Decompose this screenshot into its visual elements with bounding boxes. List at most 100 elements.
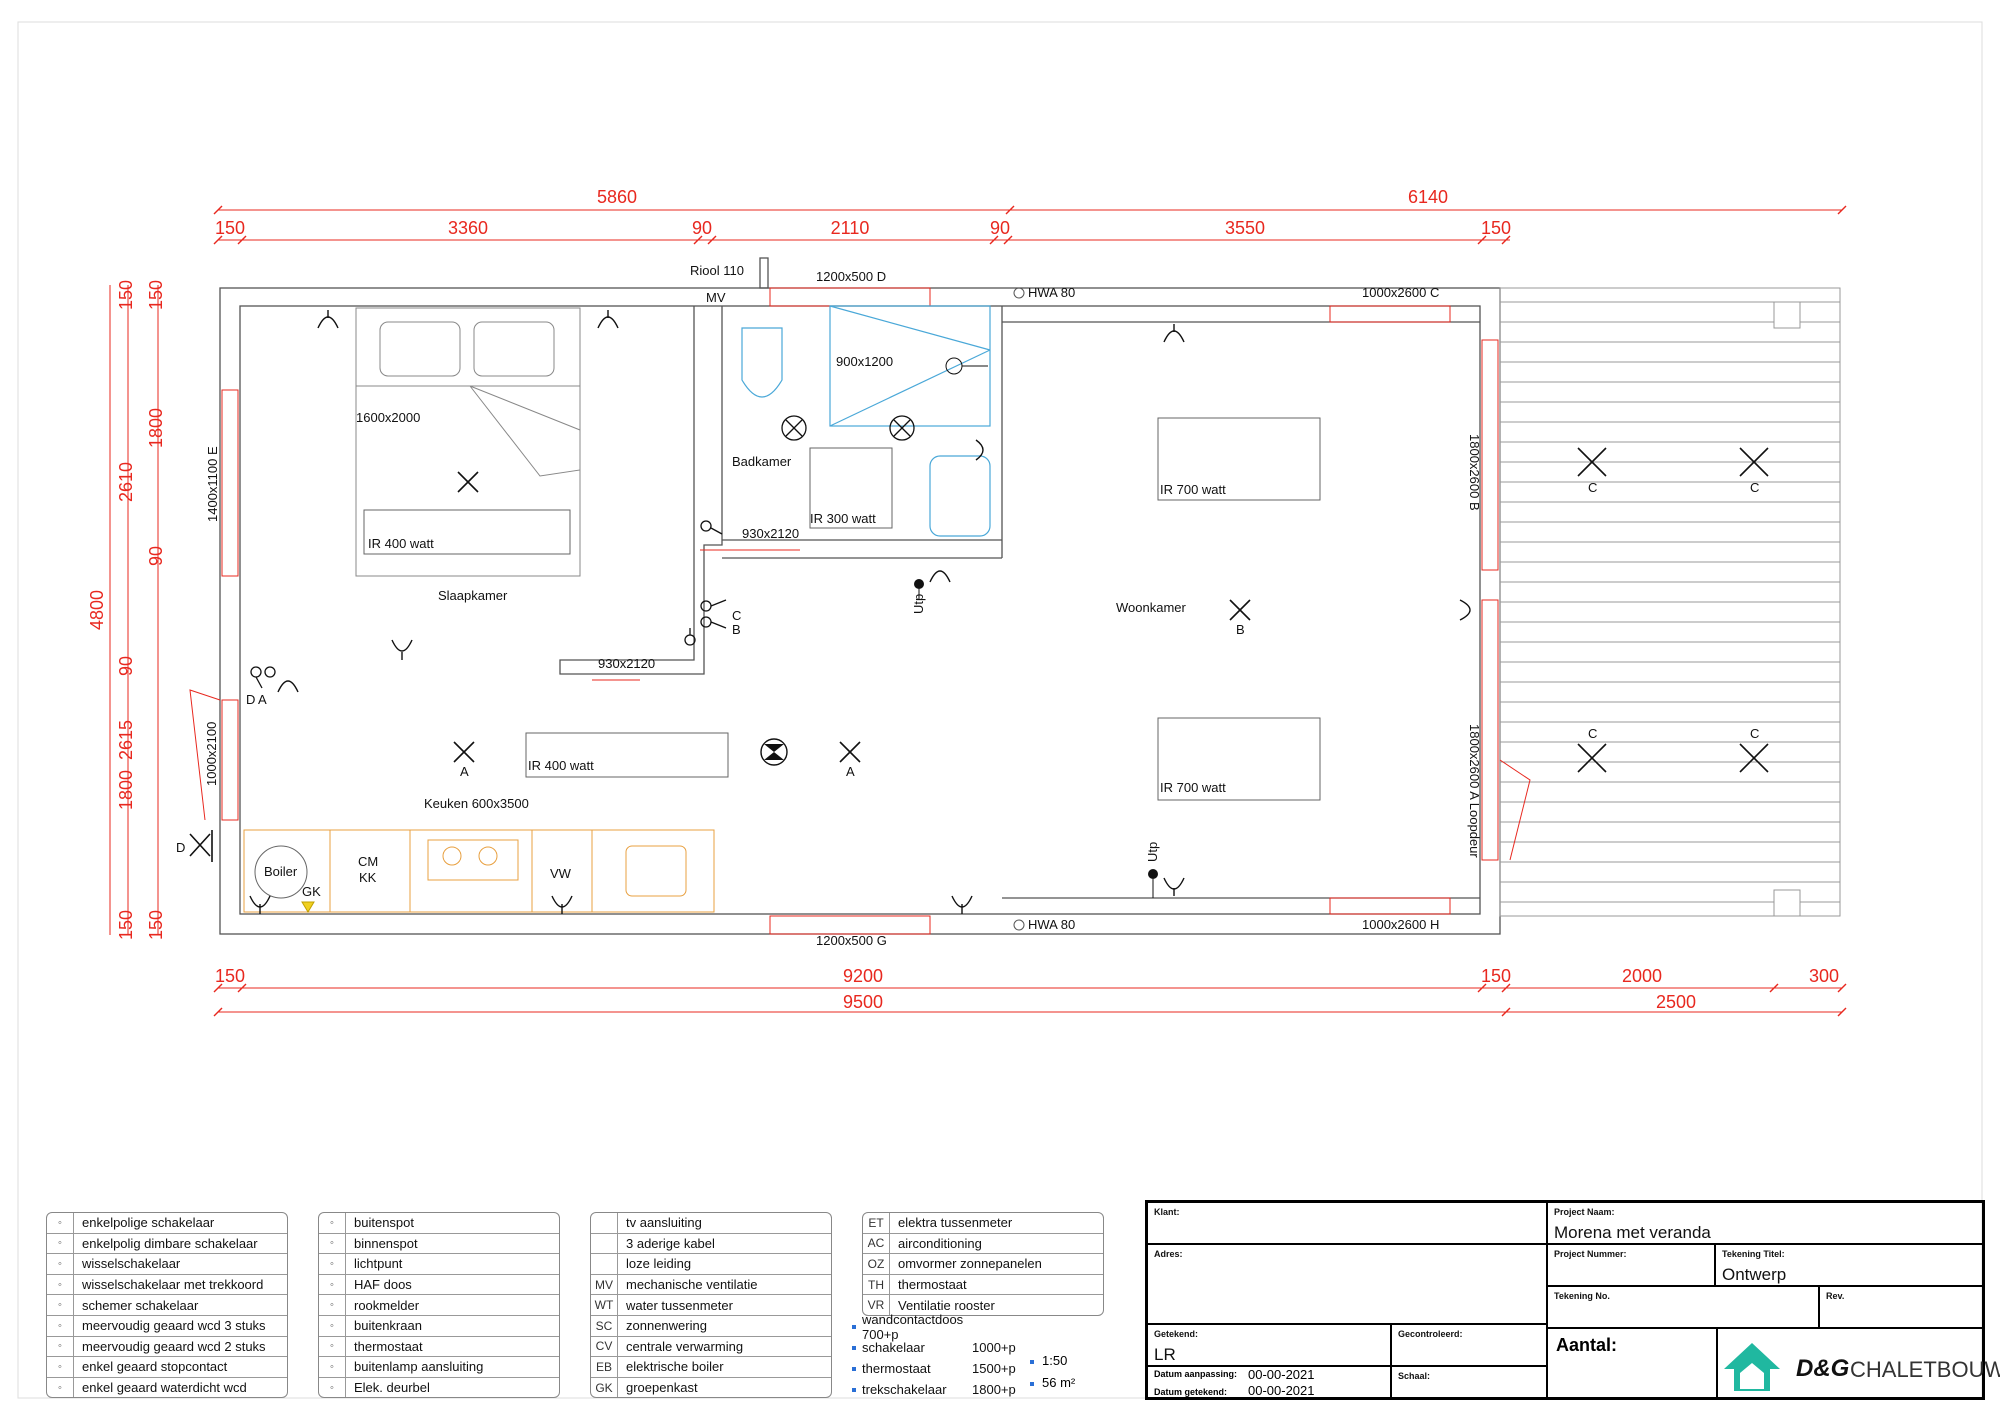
dim-left-inner-1: 150 bbox=[116, 280, 136, 310]
lichtpunt-icon bbox=[457, 471, 479, 493]
wcd-icon bbox=[551, 895, 573, 914]
legend-text: tv aansluiting bbox=[626, 1215, 702, 1231]
window-g-label: 1200x500 G bbox=[816, 933, 887, 948]
door-bath-label: 930x2120 bbox=[742, 526, 799, 541]
legend-text: thermostaat bbox=[898, 1277, 967, 1293]
window-d-label: 1200x500 D bbox=[816, 269, 886, 284]
legend-row: ◦ enkelpolig dimbare schakelaar bbox=[47, 1233, 287, 1255]
dim-bottom-part-2: 9200 bbox=[843, 966, 883, 986]
title-block: Klant: Adres: Project Naam:Morena met ve… bbox=[1145, 1200, 2000, 1400]
legend-text: elektrische boiler bbox=[626, 1359, 724, 1375]
legend-symbol-icon: ◦ bbox=[319, 1213, 346, 1233]
wcd-icon bbox=[975, 439, 984, 461]
switch-c-label: C bbox=[732, 608, 741, 623]
legend-row: ◦buitenkraan bbox=[319, 1315, 559, 1337]
height-value: 1000+p bbox=[972, 1340, 1016, 1355]
bed bbox=[355, 307, 581, 577]
legend-text: wisselschakelaar bbox=[82, 1256, 181, 1272]
tb-gecontroleerd: Gecontroleerd: bbox=[1391, 1324, 1547, 1366]
room-badkamer: Badkamer bbox=[732, 454, 792, 469]
legend-abbr: CV bbox=[591, 1336, 618, 1357]
legend-text: Elek. deurbel bbox=[354, 1380, 430, 1396]
hwa-bottom-label: HWA 80 bbox=[1028, 917, 1075, 932]
wcd-icon bbox=[951, 895, 973, 914]
legend-text: mechanische ventilatie bbox=[626, 1277, 758, 1293]
legend-row: ◦enkelpolige schakelaar bbox=[47, 1213, 287, 1234]
wcd-icon bbox=[391, 639, 413, 660]
spot-c1-label: C bbox=[1588, 480, 1597, 495]
dim-top-total-2: 6140 bbox=[1408, 187, 1448, 207]
legend-row: ◦HAF doos bbox=[319, 1274, 559, 1296]
cm-label: CM bbox=[358, 854, 378, 869]
plan-labels: Riool 110 MV 1200x500 D 1200x500 G HWA 8… bbox=[176, 263, 1759, 948]
legend-abbr bbox=[591, 1213, 618, 1233]
legend-text: loze leiding bbox=[626, 1256, 692, 1272]
bath-tap bbox=[945, 357, 988, 375]
legend-symbol-icon: ◦ bbox=[319, 1254, 346, 1274]
switch-d-label: D bbox=[246, 692, 255, 707]
legend-text: meervoudig geaard wcd 3 stuks bbox=[82, 1318, 266, 1334]
legend-symbol-icon: ◦ bbox=[47, 1233, 74, 1254]
wcd-icon bbox=[929, 570, 951, 583]
wcd-icon bbox=[1459, 599, 1471, 621]
mv-label: MV bbox=[706, 290, 726, 305]
height-label: schakelaar bbox=[862, 1340, 925, 1355]
utp-1-label: Utp bbox=[911, 594, 926, 614]
hwa-points bbox=[1013, 287, 1025, 931]
lichtpunt-icon bbox=[839, 741, 861, 763]
rookmelder-icon bbox=[760, 738, 788, 766]
light-b-label: B bbox=[1236, 622, 1245, 637]
dim-top-part-7: 150 bbox=[1481, 218, 1511, 238]
legend-symbol-icon: ◦ bbox=[47, 1336, 74, 1357]
openings bbox=[189, 287, 1531, 935]
dim-left-mid-1: 2610 bbox=[116, 462, 136, 502]
binnenspot-icon bbox=[781, 415, 807, 441]
legend-switches: ◦enkelpolige schakelaar◦enkelpolig dimba… bbox=[46, 1212, 288, 1399]
legend-symbol-icon: ◦ bbox=[47, 1213, 74, 1233]
legend-symbol-icon: ◦ bbox=[319, 1233, 346, 1254]
legend-text: enkelpolig dimbare schakelaar bbox=[82, 1235, 258, 1251]
legend-symbol-icon: ◦ bbox=[319, 1274, 346, 1295]
legend-text: buitenkraan bbox=[354, 1318, 422, 1334]
dim-left-inner-4: 90 bbox=[146, 546, 166, 566]
legend-symbol-icon: ◦ bbox=[319, 1377, 346, 1398]
legend-text: airconditioning bbox=[898, 1235, 982, 1251]
light-a2-label: A bbox=[846, 764, 855, 779]
legend-row: ◦buitenlamp aansluiting bbox=[319, 1357, 559, 1378]
dim-bottom-total-1: 9500 bbox=[843, 992, 883, 1012]
door-c-label: 1000x2600 C bbox=[1362, 285, 1439, 300]
tb-adres: Adres: bbox=[1147, 1244, 1547, 1324]
window-a-label: 1800x2600 A Loopdeur bbox=[1467, 724, 1482, 858]
schakelaar-icon bbox=[250, 666, 276, 689]
wcd-icon bbox=[1163, 877, 1185, 896]
legend-symbol-icon: ◦ bbox=[47, 1295, 74, 1315]
utp-icon bbox=[914, 579, 924, 600]
binnenspot-icon bbox=[889, 415, 915, 441]
utp-points bbox=[914, 579, 1158, 898]
dim-top-part-6: 3550 bbox=[1225, 218, 1265, 238]
height-label: trekschakelaar bbox=[862, 1382, 947, 1397]
legend-text: water tussenmeter bbox=[626, 1297, 733, 1313]
legend-symbol-icon: ◦ bbox=[47, 1377, 74, 1398]
legend-text: groepenkast bbox=[626, 1380, 698, 1396]
wcd-icon bbox=[597, 310, 619, 329]
ir-panels bbox=[363, 417, 1321, 801]
legend-abbr: SC bbox=[591, 1315, 618, 1336]
dim-top-part-3: 90 bbox=[692, 218, 712, 238]
ir-kitchen-label: IR 400 watt bbox=[528, 758, 594, 773]
legend-text: enkel geaard waterdicht wcd bbox=[82, 1380, 247, 1396]
tb-project-nummer: Project Nummer: bbox=[1547, 1244, 1715, 1286]
dimension-texts: 5860 6140 150 3360 90 2110 90 3550 150 1… bbox=[87, 187, 1839, 1012]
room-keuken: Keuken 600x3500 bbox=[424, 796, 529, 811]
legend-row: ◦enkel geaard stopcontact bbox=[47, 1357, 287, 1378]
spot-c2-label: C bbox=[1750, 480, 1759, 495]
height-label: thermostaat bbox=[862, 1361, 931, 1376]
